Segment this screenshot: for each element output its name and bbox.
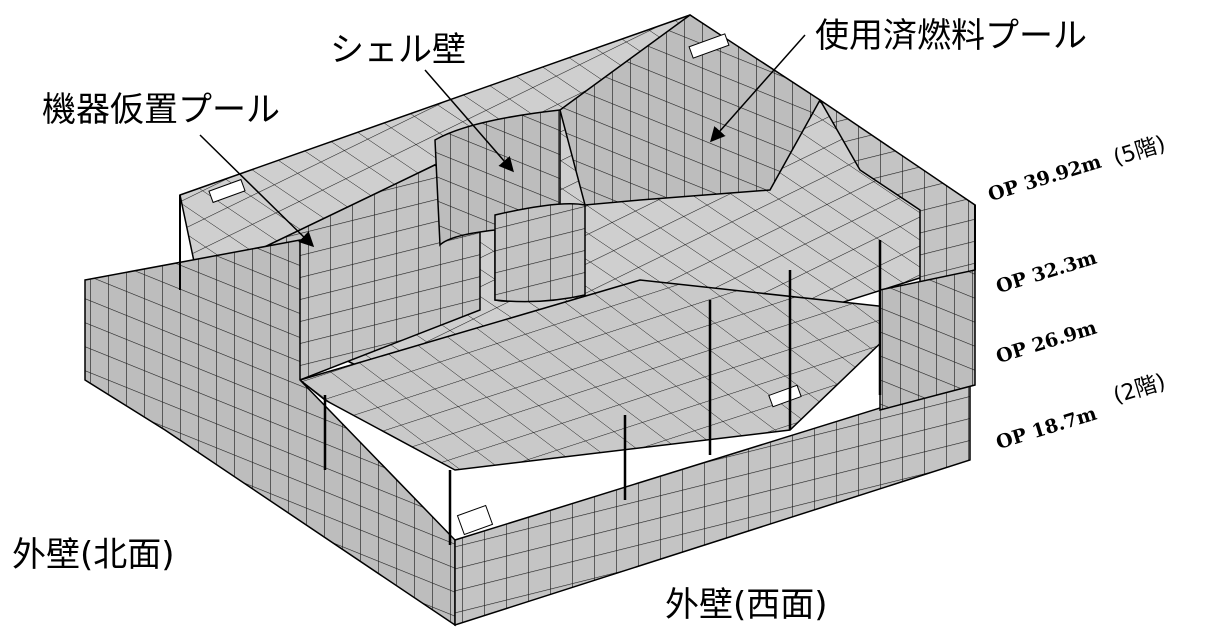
spent-fuel-pool-block xyxy=(559,14,821,206)
shell-wall-leader xyxy=(424,69,514,173)
equipment-pool-leader xyxy=(199,134,315,248)
floor-opening xyxy=(768,384,802,408)
floor-opening xyxy=(456,504,494,536)
outer-wall-east xyxy=(879,269,976,411)
shell-wall-label: シェル壁 xyxy=(330,30,466,70)
roof-opening xyxy=(688,33,730,59)
outer-wall-west xyxy=(454,378,971,627)
roof-opening xyxy=(208,178,246,204)
spent-fuel-pool-leader xyxy=(710,34,806,143)
outer-wall-west-label: 外壁(西面) xyxy=(665,585,828,625)
spent-fuel-pool-label: 使用済燃料プール xyxy=(815,16,1087,56)
shell-wall-front xyxy=(494,203,586,303)
equipment-pool-label: 機器仮置プール xyxy=(42,90,280,130)
outer-wall-north-label: 外壁(北面) xyxy=(12,535,175,575)
